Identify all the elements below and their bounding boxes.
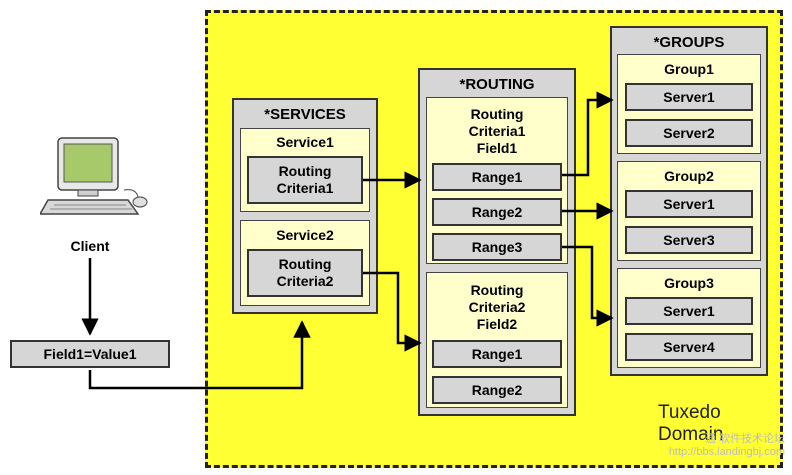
- routing-criteria1-line3: Field1: [476, 140, 518, 156]
- domain-label-line1: Tuxedo: [658, 402, 721, 423]
- service2-criteria-line1: Routing: [278, 256, 332, 272]
- groups-title: *GROUPS: [653, 34, 725, 51]
- group3-name: Group3: [664, 275, 714, 291]
- routing1-range2: Range2: [432, 198, 562, 226]
- watermark-line2: http://bbs.landingbj.com: [668, 446, 785, 458]
- domain-label: Tuxedo Domain: [658, 402, 723, 446]
- arrow-range3-to-group3: [562, 245, 614, 327]
- arrow-range1-to-group1: [562, 91, 614, 177]
- services-title: *SERVICES: [264, 106, 346, 123]
- group3-server1: Server1: [625, 297, 753, 325]
- group2-server1: Server1: [625, 190, 753, 218]
- watermark-line1: 通 软件技术论坛: [704, 433, 785, 445]
- service2-criteria-line2: Criteria2: [276, 273, 334, 289]
- routing-criteria2-line1: Routing: [470, 282, 524, 298]
- message-box: Field1=Value1: [10, 340, 170, 368]
- group3-server4: Server4: [625, 333, 753, 361]
- group2-server3: Server3: [625, 226, 753, 254]
- group2-name: Group2: [664, 168, 714, 184]
- service1-criteria-line1: Routing: [278, 163, 332, 179]
- routing1-range3: Range3: [432, 233, 562, 261]
- group1-name: Group1: [664, 61, 714, 77]
- routing2-range1: Range1: [432, 340, 562, 368]
- service2-name: Service2: [276, 227, 334, 243]
- arrow-service2-to-routing2: [363, 271, 422, 352]
- group1-server1: Server1: [625, 83, 753, 111]
- service1-name: Service1: [276, 134, 334, 150]
- routing1-range1: Range1: [432, 163, 562, 191]
- group1-server2: Server2: [625, 119, 753, 147]
- routing-criteria2-line3: Field2: [476, 316, 518, 332]
- service1-criteria-line2: Criteria1: [276, 180, 334, 196]
- routing-criteria1-line1: Routing: [470, 106, 524, 122]
- arrow-message-to-services: [88, 320, 311, 390]
- service2-criteria: Routing Criteria2: [247, 249, 363, 297]
- service1-criteria: Routing Criteria1: [247, 156, 363, 204]
- routing2-range2: Range2: [432, 376, 562, 404]
- client-label: Client: [70, 238, 110, 254]
- routing-criteria2-line2: Criteria2: [468, 299, 526, 315]
- client-computer-icon: [38, 130, 150, 230]
- watermark: 通 软件技术论坛 http://bbs.landingbj.com: [640, 430, 785, 458]
- domain-label-line2: Domain: [658, 424, 724, 445]
- routing-criteria1-line2: Criteria1: [468, 123, 526, 139]
- message-label: Field1=Value1: [43, 346, 137, 362]
- routing-title: *ROUTING: [459, 76, 535, 93]
